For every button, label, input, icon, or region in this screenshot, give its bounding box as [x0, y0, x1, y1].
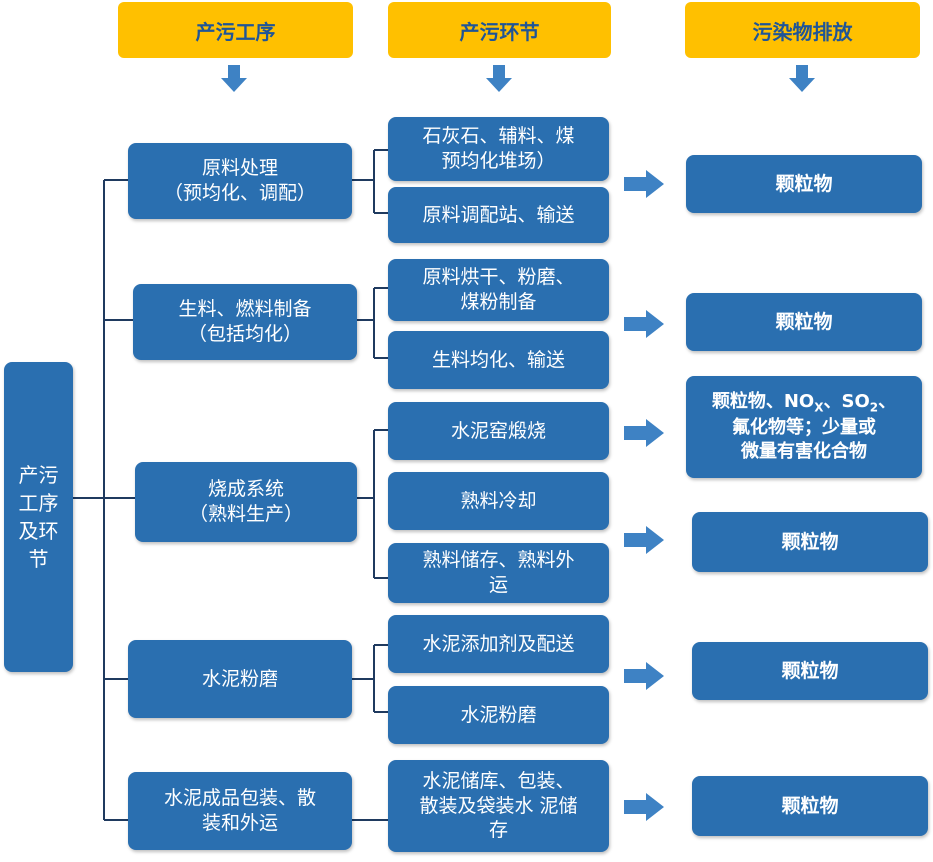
step-node: 熟料储存、熟料外 运 — [388, 543, 609, 603]
process-node: 原料处理 （预均化、调配） — [128, 143, 352, 219]
process-node: 生料、燃料制备 （包括均化） — [133, 284, 357, 360]
step-label: 散装及袋装水 泥储 — [419, 794, 578, 817]
right-arrow-icon — [624, 170, 664, 198]
right-arrow-icon — [624, 793, 664, 821]
step-label: 原料调配站、输送 — [422, 203, 575, 226]
emission-label: 氟化物等；少量或 — [732, 416, 876, 438]
step-node: 水泥添加剂及配送 — [388, 615, 609, 673]
header-step-label: 产污环节 — [459, 19, 540, 44]
down-arrow-icon — [221, 65, 247, 92]
step-label: 存 — [488, 819, 508, 842]
right-arrow-icon — [624, 526, 664, 554]
step-label: 熟料冷却 — [460, 489, 537, 512]
header-emission: 污染物排放 — [685, 2, 920, 58]
step-label: 煤粉制备 — [460, 291, 537, 313]
step-label: 原料烘干、粉磨、 — [422, 266, 575, 289]
emission-node: 颗粒物 — [686, 155, 922, 213]
step-label: 水泥粉磨 — [460, 703, 537, 726]
root-node: 产污 工序 及环 节 — [4, 362, 73, 672]
step-node: 石灰石、辅料、煤 预均化堆场） — [388, 117, 609, 181]
emission-label: 颗粒物 — [781, 530, 839, 553]
emission-node: 颗粒物、NOX、SO2、 氟化物等；少量或 微量有害化合物 — [686, 376, 922, 478]
step-node: 熟料冷却 — [388, 472, 609, 530]
root-label-line: 节 — [28, 547, 49, 571]
step-label: 水泥添加剂及配送 — [422, 632, 575, 655]
step-node: 生料均化、输送 — [388, 331, 609, 389]
process-label: 水泥粉磨 — [201, 667, 278, 690]
down-arrow-icon — [789, 65, 815, 92]
right-arrow-icon — [624, 419, 664, 447]
step-label: 石灰石、辅料、煤 — [422, 125, 575, 148]
header-process: 产污工序 — [118, 2, 353, 58]
emission-label: 颗粒物 — [781, 794, 839, 817]
process-label: 原料处理 — [201, 157, 278, 180]
process-label: 水泥成品包装、散 — [163, 787, 316, 810]
process-node: 烧成系统 （熟料生产） — [135, 462, 357, 542]
step-label: 预均化堆场） — [441, 150, 556, 172]
process-node: 水泥粉磨 — [128, 640, 352, 718]
emission-label: 颗粒物、NOX、SO2、 — [711, 390, 897, 415]
process-sublabel: （包括均化） — [187, 323, 302, 345]
header-step: 产污环节 — [388, 2, 611, 58]
process-sublabel: 装和外运 — [201, 812, 278, 834]
root-label-line: 产污 — [18, 463, 59, 487]
header-process-label: 产污工序 — [195, 19, 276, 44]
step-node: 原料调配站、输送 — [388, 187, 609, 243]
emission-label: 微量有害化合物 — [741, 440, 867, 462]
emission-label: 颗粒物 — [775, 172, 833, 195]
step-label: 生料均化、输送 — [431, 348, 565, 371]
process-sublabel: （熟料生产） — [188, 503, 303, 525]
root-label-line: 工序 — [18, 491, 59, 515]
emission-label: 颗粒物 — [775, 310, 833, 333]
emission-label: 颗粒物 — [781, 659, 839, 682]
step-label: 水泥窑煅烧 — [450, 419, 546, 442]
step-node: 水泥储库、包装、 散装及袋装水 泥储 存 — [388, 760, 609, 852]
process-label: 烧成系统 — [207, 478, 284, 501]
emission-node: 颗粒物 — [686, 293, 922, 351]
step-label: 运 — [488, 574, 508, 596]
process-label: 生料、燃料制备 — [178, 298, 312, 321]
root-label-line: 及环 — [18, 519, 59, 543]
process-node: 水泥成品包装、散 装和外运 — [128, 772, 352, 850]
step-label: 熟料储存、熟料外 — [422, 549, 575, 572]
right-arrow-icon — [624, 310, 664, 338]
process-sublabel: （预均化、调配） — [163, 182, 316, 204]
step-label: 水泥储库、包装、 — [422, 769, 575, 792]
down-arrow-icon — [486, 65, 512, 92]
step-node: 原料烘干、粉磨、 煤粉制备 — [388, 259, 609, 321]
step-node: 水泥粉磨 — [388, 686, 609, 744]
emission-node: 颗粒物 — [692, 776, 928, 836]
emission-node: 颗粒物 — [692, 642, 928, 700]
right-arrow-icon — [624, 662, 664, 690]
header-emission-label: 污染物排放 — [752, 19, 853, 44]
step-node: 水泥窑煅烧 — [388, 402, 609, 460]
emission-node: 颗粒物 — [692, 512, 928, 572]
